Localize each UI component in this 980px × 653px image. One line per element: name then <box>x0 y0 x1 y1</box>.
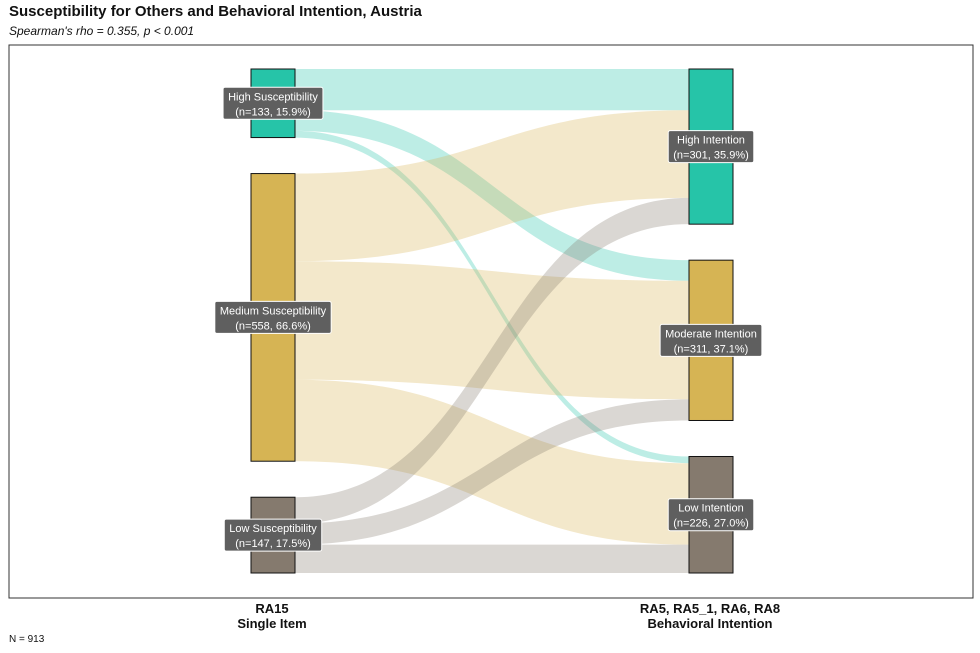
axis-label-left: RA15 Single Item <box>172 601 372 631</box>
axis-label-left-line2: Single Item <box>237 616 307 631</box>
node-label-hi: High Intention (n=301, 35.9%) <box>667 130 755 164</box>
node-label-ms: Medium Susceptibility (n=558, 66.6%) <box>214 300 332 334</box>
node-label-hi-name: High Intention <box>677 135 745 147</box>
flow-hs-to-hi <box>295 69 689 111</box>
flow-ls-to-mi <box>295 399 689 545</box>
chart-subtitle: Spearman's rho = 0.355, p < 0.001 <box>9 24 195 38</box>
node-label-hs-name: High Susceptibility <box>228 91 318 103</box>
sample-size-caption: N = 913 <box>9 634 45 645</box>
axis-label-left-line1: RA15 <box>255 601 289 616</box>
flow-ms-to-li <box>295 379 689 545</box>
flow-ms-to-mi <box>295 261 689 400</box>
flow-ls-to-hi <box>295 197 689 524</box>
labels-layer: High Susceptibility (n=133, 15.9%) Medium … <box>214 86 763 552</box>
flow-hs-to-mi <box>295 110 689 281</box>
node-label-hs-count: (n=133, 15.9%) <box>235 106 311 118</box>
node-label-mi: Moderate Intention (n=311, 37.1%) <box>659 323 763 357</box>
axis-label-right-line1: RA5, RA5_1, RA6, RA8 <box>639 601 781 616</box>
plot-frame <box>8 44 974 599</box>
node-label-li: Low Intention (n=226, 27.0%) <box>667 498 755 532</box>
node-label-li-name: Low Intention <box>678 503 743 515</box>
chart-title: Susceptibility for Others and Behavioral… <box>9 3 422 20</box>
node-label-ms-count: (n=558, 66.6%) <box>235 320 311 332</box>
axis-label-right-line2: Behavioral Intention <box>647 616 773 631</box>
node-label-li-count: (n=226, 27.0%) <box>673 518 749 530</box>
node-label-ls-count: (n=147, 17.5%) <box>235 538 311 550</box>
axis-label-right: RA5, RA5_1, RA6, RA8 Behavioral Intentio… <box>610 601 810 631</box>
node-label-ls: Low Susceptibility (n=147, 17.5%) <box>223 518 323 552</box>
node-label-mi-count: (n=311, 37.1%) <box>674 343 749 355</box>
node-label-hs: High Susceptibility (n=133, 15.9%) <box>222 86 324 120</box>
node-label-mi-name: Moderate Intention <box>665 328 757 340</box>
node-label-ms-name: Medium Susceptibility <box>220 305 327 317</box>
flow-ls-to-li <box>295 544 689 573</box>
node-label-ls-name: Low Susceptibility <box>229 523 317 535</box>
node-label-hi-count: (n=301, 35.9%) <box>673 150 749 162</box>
flow-ms-to-hi <box>295 110 689 262</box>
flows-layer <box>295 69 689 573</box>
flow-hs-to-li <box>295 130 689 464</box>
